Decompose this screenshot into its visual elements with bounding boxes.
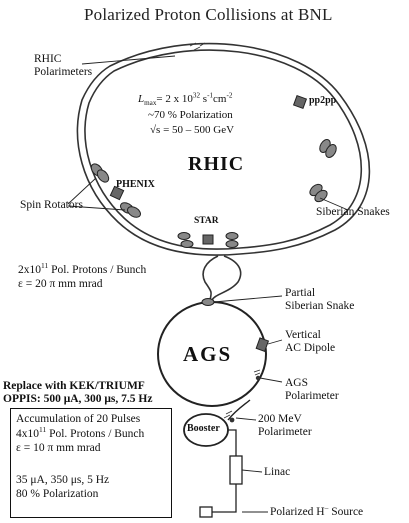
lmax-symbol: L (138, 93, 145, 105)
spin-rotators-left (90, 163, 141, 218)
accumulation-intensity-unit: Pol. Protons / Bunch (46, 428, 145, 440)
polarized-source (199, 506, 213, 518)
rhic-ring-inner (84, 49, 363, 250)
accumulation-line-1: Accumulation of 20 Pulses (16, 413, 141, 425)
star-detector (202, 234, 214, 245)
booster-label: Booster (187, 423, 220, 434)
pp2pp-detector (292, 94, 308, 110)
accumulation-box (10, 408, 172, 518)
bunch-intensity-exp: 11 (41, 261, 49, 271)
accumulation-line-2: 4x1011 Pol. Protons / Bunch (16, 425, 145, 440)
source-label-suffix: Source (328, 506, 364, 518)
bunch-intensity-unit: Pol. Protons / Bunch (48, 264, 147, 276)
polarized-source-label: Polarized H– Source (270, 503, 364, 518)
sqrt-s-symbol: √s (150, 124, 161, 136)
star-label: STAR (194, 216, 219, 226)
lmax-exp: 32 (192, 91, 201, 100)
bunch-intensity-base: 2x10 (18, 264, 41, 276)
accumulation-intensity-base: 4x10 (16, 428, 39, 440)
source-label-prefix: Polarized H (270, 506, 325, 518)
siberian-snakes-label: Siberian Snakes (316, 206, 390, 218)
rhic-energy: √s = 50 – 500 GeV (150, 124, 235, 137)
energy-range: = 50 – 500 GeV (163, 124, 235, 136)
bunch-emittance: ε = 20 π mm mrad (18, 278, 103, 290)
partial-snake-label-1: Partial (285, 287, 316, 299)
linac-label: Linac (264, 466, 291, 478)
rhic-polarimeter-marks (189, 42, 206, 51)
mev-polarimeter-label-2: Polarimeter (258, 426, 312, 438)
lmax-unit-cm: cm (213, 93, 227, 105)
rhic-luminosity: Lmax= 2 x 1032 s-1cm-2 (138, 91, 233, 108)
spin-rotators-star (177, 232, 239, 248)
bunch-intensity: 2x1011 Pol. Protons / Bunch (18, 261, 147, 276)
replace-line-1: Replace with KEK/TRIUMF (3, 380, 145, 392)
rhic-label: RHIC (188, 153, 245, 175)
rhic-polarimeters-label-2: Polarimeters (34, 66, 93, 78)
partial-snake (201, 298, 215, 306)
rhic-ring-outer (76, 42, 371, 256)
lmax-sub: max (144, 99, 157, 108)
lmax-unit-cm-exp: -2 (226, 91, 233, 100)
accumulation-line-4: 35 μA, 350 μs, 5 Hz (16, 474, 110, 486)
replace-line-2: OPPIS: 500 μA, 300 μs, 7.5 Hz (3, 393, 153, 405)
ags-polarimeter-label-1: AGS (285, 377, 309, 389)
phenix-detector (109, 185, 125, 201)
mev-polarimeter-label-1: 200 MeV (258, 413, 302, 425)
booster-to-ags (227, 399, 251, 421)
phenix-label: PHENIX (116, 179, 155, 190)
linac (229, 455, 243, 485)
rhic-polarimeters-label-1: RHIC (34, 53, 62, 65)
vertical-dipole-label-2: AC Dipole (285, 342, 336, 354)
transfer-line (202, 255, 219, 301)
ags-label: AGS (183, 342, 233, 366)
pp2pp-label: pp2pp (309, 95, 337, 106)
siberian-snakes-right (309, 139, 337, 203)
partial-snake-label-2: Siberian Snake (285, 300, 355, 312)
spin-rotators-label: Spin Rotators (20, 199, 83, 211)
accumulation-line-5: 80 % Polarization (16, 488, 99, 500)
mev-polarimeter (229, 417, 235, 423)
ags-polarimeter-label-2: Polarimeter (285, 390, 339, 402)
vertical-ac-dipole (255, 337, 270, 352)
lmax-value: = 2 x 10 (156, 93, 193, 105)
lmax-unit-s-exp: -1 (207, 91, 214, 100)
ags-polarimeter (255, 375, 261, 381)
source-label-charge: – (324, 503, 329, 513)
vertical-dipole-label-1: Vertical (285, 329, 321, 341)
page-title: Polarized Proton Collisions at BNL (84, 5, 333, 24)
accumulation-line-3: ε = 10 π mm mrad (16, 442, 101, 454)
rhic-polarization: ~70 % Polarization (148, 109, 233, 121)
accumulation-intensity-exp: 11 (39, 425, 47, 435)
lmax-unit-s: s (200, 93, 208, 105)
